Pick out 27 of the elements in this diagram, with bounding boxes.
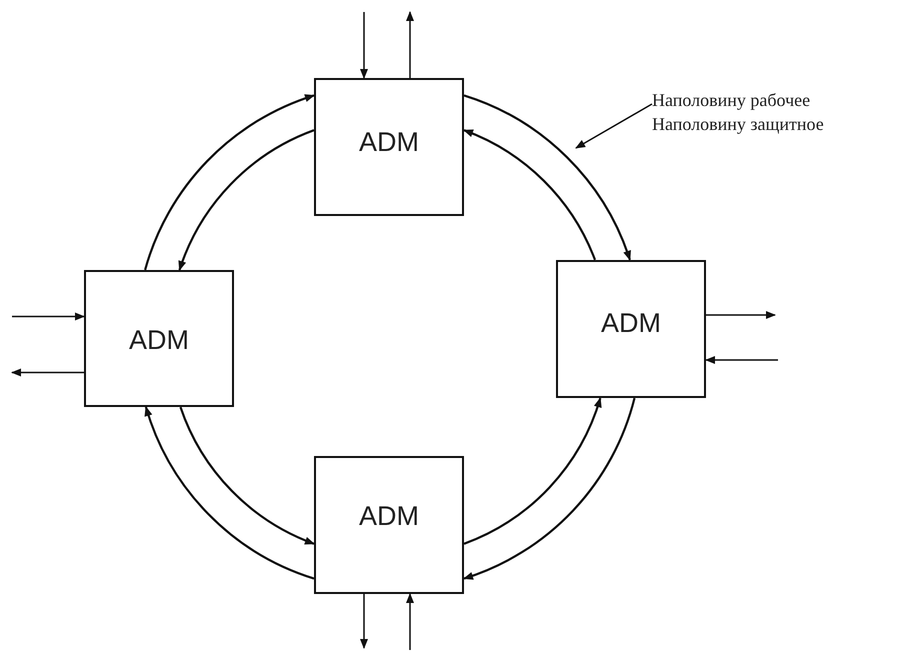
arrow [464, 397, 602, 545]
box-label: ADM [601, 308, 661, 338]
arrow [144, 406, 314, 580]
box-label: ADM [129, 325, 189, 356]
arrow [406, 11, 414, 78]
adm-box [556, 260, 706, 398]
arrow [12, 312, 85, 320]
leader-line [575, 103, 652, 149]
box-label: ADM [359, 126, 419, 158]
adm-box [84, 270, 234, 407]
arrow [11, 368, 84, 376]
arrow [178, 129, 314, 271]
adm-box [314, 456, 464, 594]
arrow [464, 94, 631, 261]
arrow [463, 129, 596, 260]
arrow [360, 12, 368, 79]
adm-box [314, 78, 464, 216]
arrow [406, 593, 414, 650]
arrow [705, 356, 778, 364]
arrow [144, 94, 315, 270]
arrow [463, 398, 636, 580]
box-label: ADM [359, 500, 419, 532]
arrow [360, 594, 368, 649]
annotation-text: Наполовину защитное [652, 113, 825, 136]
annotation-text: Наполовину рабочее [652, 89, 812, 112]
arrow [706, 311, 776, 319]
arrow [179, 406, 315, 545]
